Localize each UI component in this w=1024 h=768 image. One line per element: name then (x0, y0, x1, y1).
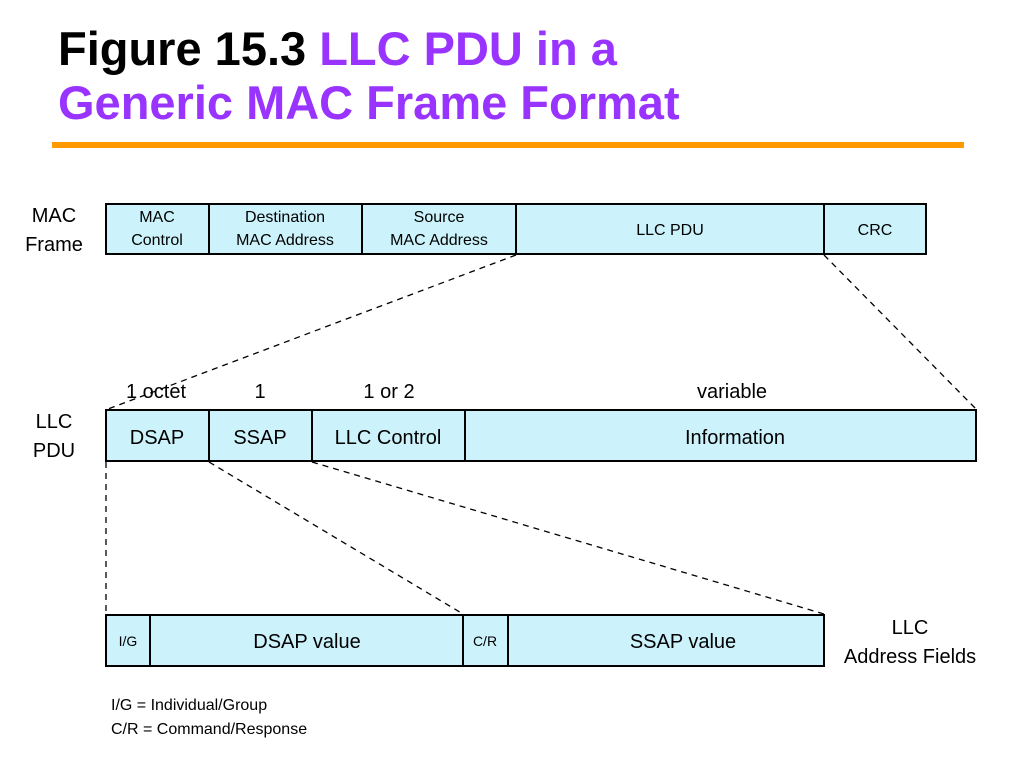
llc-control-text: LLC Control (335, 427, 442, 449)
crc-text: CRC (858, 222, 893, 239)
caption-line-2: Generic MAC Frame Format (58, 76, 680, 129)
legend-cr: C/R = Command/Response (111, 721, 307, 738)
dsap-value-text: DSAP value (253, 631, 360, 653)
slide-title: Figure 15.3 LLC PDU in a Generic MAC Fra… (58, 22, 978, 130)
llc-pdu-text: LLC PDU (636, 222, 704, 239)
mac-frame-label-line2: Frame (25, 234, 83, 256)
llc-control-field (311, 409, 466, 462)
llc-pdu-field (515, 203, 825, 255)
mac-control-text-line1: MAC (139, 209, 175, 226)
expand-line-dsap-right (208, 461, 464, 615)
llc-pdu-label-line2: PDU (33, 440, 75, 462)
dsap-text: DSAP (130, 427, 184, 449)
address-fields-label-line2: Address Fields (844, 646, 976, 668)
legend-ig: I/G = Individual/Group (111, 697, 267, 714)
cr-bit-field (462, 614, 509, 667)
size-information: variable (697, 381, 767, 403)
ssap-field (208, 409, 313, 462)
source-text-line1: Source (414, 209, 465, 226)
mac-frame-label-line1: MAC (32, 205, 76, 227)
ssap-value-text: SSAP value (630, 631, 736, 653)
mac-control-text-line2: Control (131, 232, 183, 249)
expand-line-ssap-right (311, 461, 825, 615)
llc-pdu-label-line1: LLC (36, 411, 73, 433)
ssap-value-field (507, 614, 825, 667)
crc-field (823, 203, 927, 255)
expand-line-right (823, 254, 977, 410)
figure-label: Figure 15.3 (58, 22, 307, 75)
ig-bit-field (105, 614, 151, 667)
title-underline (52, 142, 964, 148)
address-fields-label-line1: LLC (892, 617, 929, 639)
ig-text: I/G (119, 633, 138, 649)
destination-mac-address-field (208, 203, 363, 255)
dsap-value-field (149, 614, 464, 667)
caption-line-1: LLC PDU in a (319, 22, 617, 75)
size-ssap: 1 (254, 381, 265, 403)
cr-text: C/R (473, 633, 497, 649)
destination-text-line2: MAC Address (236, 232, 334, 249)
expand-line-left (107, 254, 517, 410)
size-dsap: 1 octet (126, 381, 186, 403)
information-field (464, 409, 977, 462)
ssap-text: SSAP (233, 427, 286, 449)
destination-text-line1: Destination (245, 209, 325, 226)
information-text: Information (685, 427, 785, 449)
source-text-line2: MAC Address (390, 232, 488, 249)
size-llc-control: 1 or 2 (363, 381, 414, 403)
